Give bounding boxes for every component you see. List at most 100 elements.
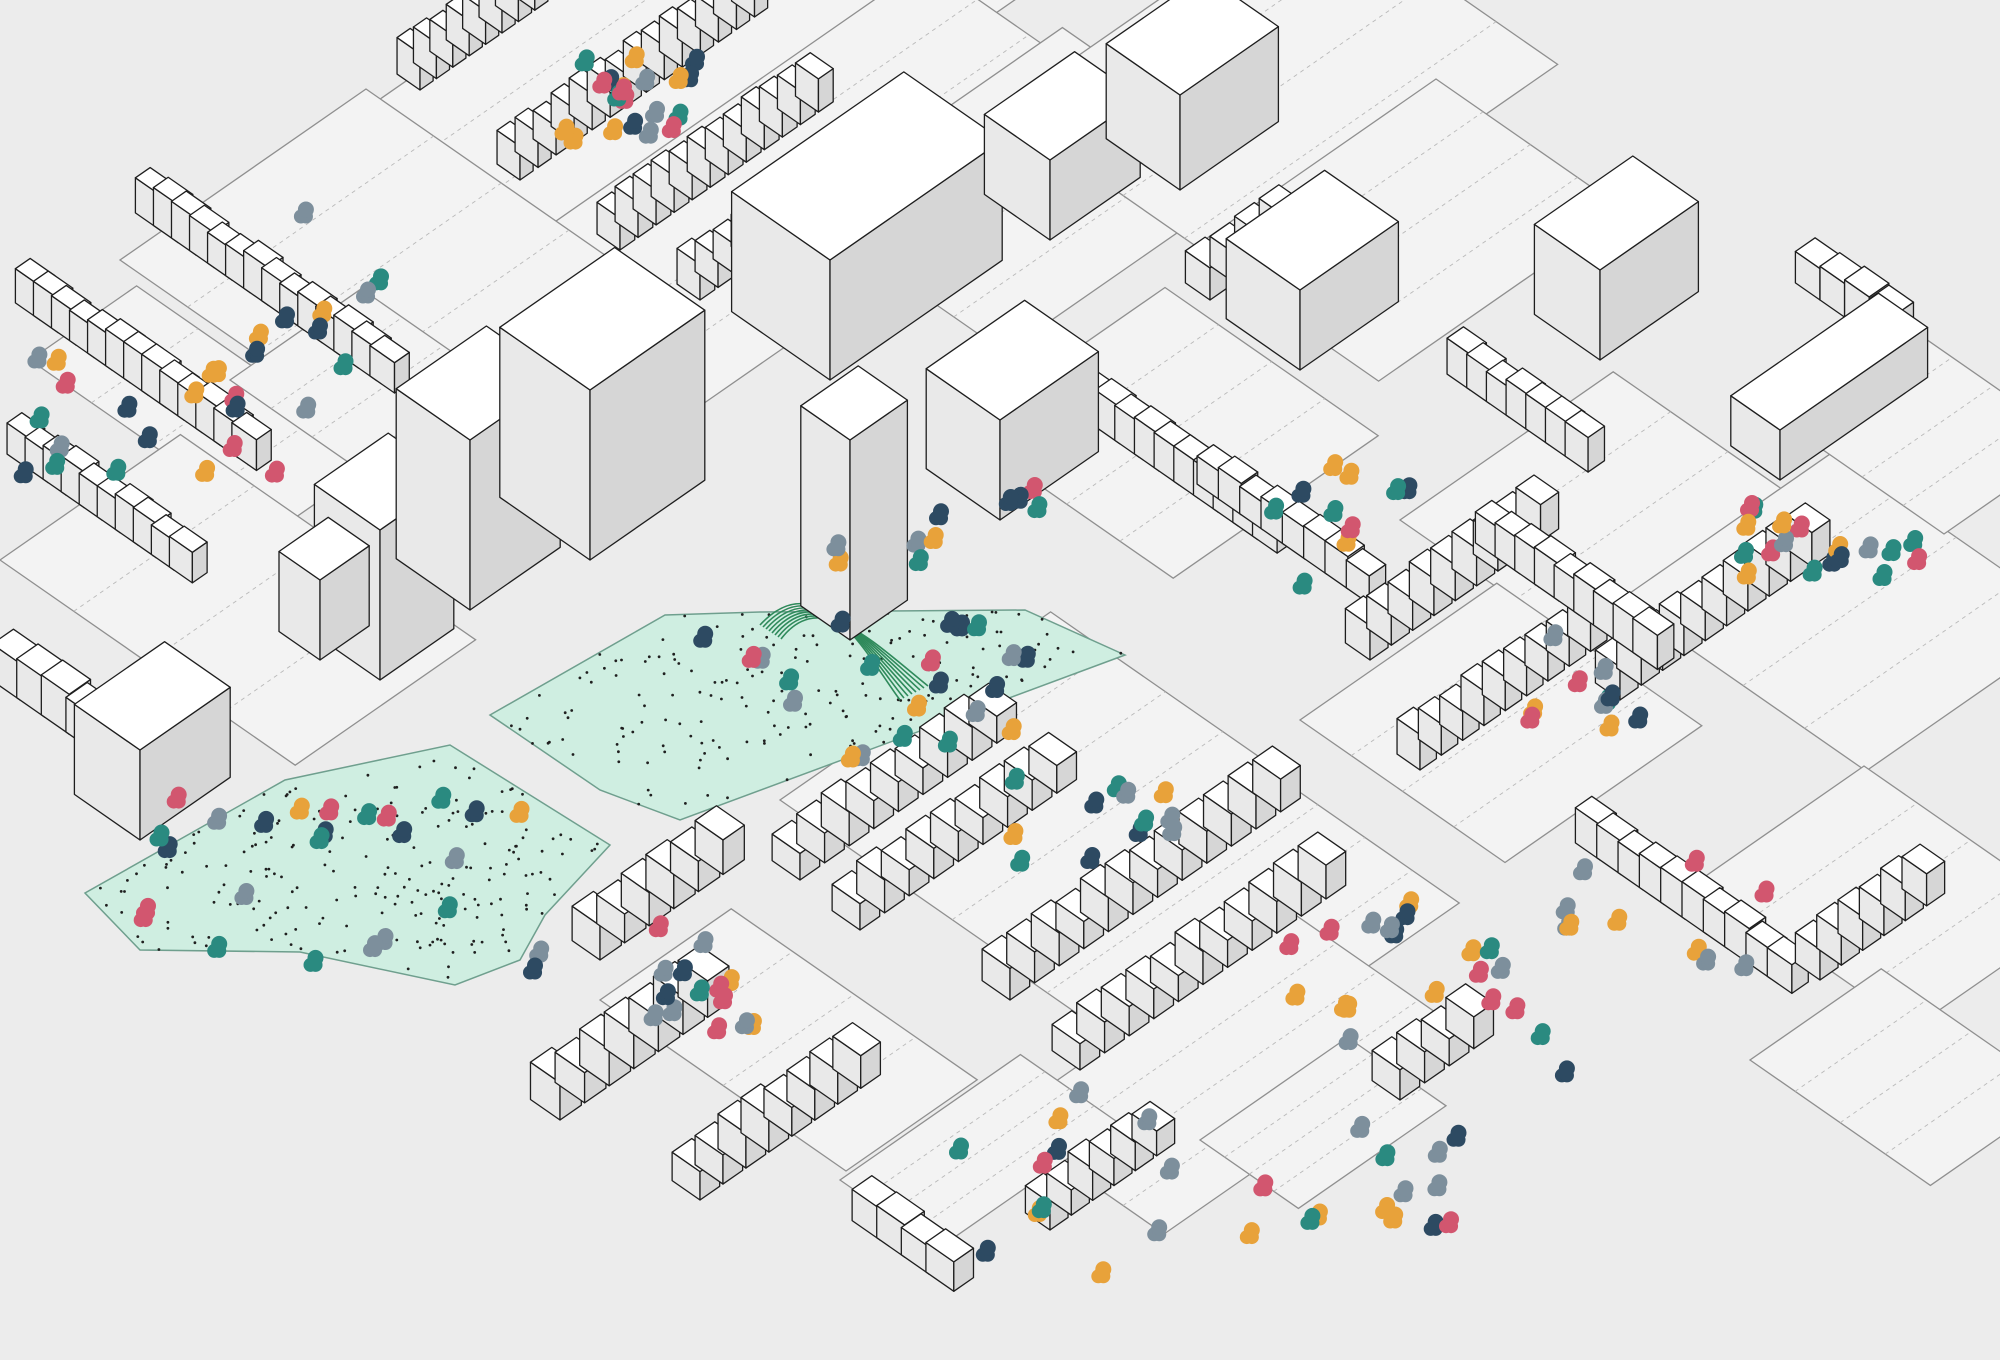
- tree: [892, 724, 913, 747]
- park-dot: [344, 794, 348, 798]
- park-dot: [765, 635, 769, 639]
- tree: [264, 460, 285, 483]
- tree: [965, 700, 986, 723]
- park-dot: [1043, 665, 1047, 669]
- park-dot: [285, 793, 289, 796]
- tree-canopy: [616, 78, 632, 95]
- park-dot: [878, 697, 882, 701]
- tree: [225, 395, 246, 418]
- park-dot: [766, 710, 770, 714]
- tree: [1350, 1115, 1371, 1138]
- park-dot: [353, 808, 357, 812]
- tree: [937, 730, 958, 753]
- tree-canopy: [1005, 644, 1022, 661]
- park-dot: [661, 638, 665, 641]
- tree-canopy: [1088, 791, 1105, 808]
- lot-line: [187, 135, 434, 308]
- park-dot: [380, 911, 384, 915]
- park-dot: [515, 844, 518, 848]
- park-dot: [566, 716, 570, 720]
- park-dot: [677, 662, 681, 665]
- tree-canopy: [1604, 684, 1621, 701]
- tree: [319, 798, 340, 821]
- feature-tower: [800, 365, 909, 641]
- tree: [1337, 995, 1358, 1018]
- tree: [1279, 933, 1300, 956]
- park-dot: [420, 864, 424, 868]
- tree-canopy: [199, 459, 216, 476]
- park-dot: [394, 872, 397, 875]
- tree: [1479, 937, 1500, 960]
- tree-canopy: [1138, 809, 1155, 826]
- lot-line: [1804, 591, 2000, 729]
- park-dot: [882, 740, 886, 744]
- park-dot: [443, 942, 447, 946]
- tree: [1628, 706, 1649, 729]
- tree: [1567, 670, 1588, 693]
- tree-canopy: [31, 346, 48, 363]
- commercial-building: [925, 299, 1100, 521]
- park-dot: [531, 742, 534, 745]
- office-block-large: [499, 246, 706, 561]
- park-dot: [546, 741, 550, 745]
- tree: [1774, 530, 1794, 553]
- park-dot: [809, 753, 812, 757]
- tree: [1593, 657, 1614, 680]
- park-dot: [500, 790, 504, 793]
- building-roof: [832, 1021, 882, 1057]
- park-dot: [969, 684, 973, 688]
- tree-canopy: [1005, 718, 1022, 735]
- tree-canopy: [293, 797, 310, 814]
- tree-canopy: [360, 281, 376, 298]
- tree: [27, 346, 48, 369]
- park-dot: [343, 949, 347, 953]
- tree: [1379, 916, 1400, 939]
- tree-canopy: [1450, 1124, 1467, 1141]
- tree: [207, 935, 228, 958]
- tree: [908, 549, 929, 572]
- tree-canopy: [1485, 988, 1502, 1005]
- park-dot: [785, 778, 789, 782]
- tree-canopy: [596, 71, 613, 88]
- tree: [1027, 496, 1048, 519]
- park-dot: [424, 893, 428, 896]
- park-dot: [762, 739, 766, 743]
- tree: [1285, 983, 1306, 1006]
- tree-canopy: [17, 461, 34, 478]
- park-dot: [772, 699, 775, 703]
- lot-line: [894, 691, 1166, 881]
- tree-canopy: [844, 745, 861, 762]
- clinic-building: [1225, 169, 1400, 371]
- park-dot: [143, 863, 146, 867]
- mid-rise: [1105, 0, 1280, 191]
- tree: [1424, 980, 1445, 1003]
- park-dot: [136, 935, 140, 938]
- tree: [303, 949, 324, 972]
- tree: [1292, 572, 1313, 595]
- tree: [1116, 781, 1137, 804]
- park-dot: [135, 872, 138, 876]
- tree-canopy: [1577, 858, 1593, 875]
- tree-canopy: [830, 534, 847, 551]
- park-dot: [998, 644, 1002, 648]
- tree-canopy: [1036, 1151, 1053, 1168]
- tree-canopy: [1559, 897, 1576, 914]
- tree: [1903, 530, 1924, 552]
- trees: [13, 46, 1928, 1284]
- park-dot: [418, 946, 422, 950]
- tree-canopy: [642, 121, 659, 138]
- tree-canopy: [323, 798, 340, 815]
- park-dot: [874, 730, 878, 733]
- park-dot: [524, 903, 528, 907]
- tree: [1734, 954, 1755, 977]
- tree-canopy: [1534, 1023, 1551, 1040]
- tree-canopy: [711, 1017, 728, 1034]
- tree: [1159, 1157, 1180, 1180]
- park-dot: [242, 809, 246, 812]
- tree: [1031, 1196, 1052, 1219]
- tree-canopy: [1431, 1174, 1448, 1191]
- park-dot: [164, 866, 168, 869]
- building-side-left: [518, 0, 536, 11]
- park-dot: [646, 761, 649, 765]
- park-dot: [455, 798, 458, 802]
